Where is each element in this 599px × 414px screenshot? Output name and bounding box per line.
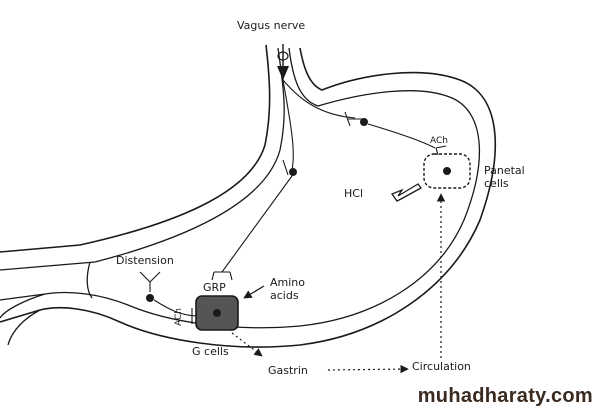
neuron-axon-grp <box>221 175 293 273</box>
gastrin-to-circulation-arrow <box>327 364 409 374</box>
amino-acids-arrow <box>243 285 265 299</box>
distension-label: Distension <box>116 254 174 267</box>
stomach-outer-wall <box>0 44 271 253</box>
parietal-cell-nucleus <box>443 167 451 175</box>
stomach-inner-lining <box>0 47 285 271</box>
ganglion-cell-parietal <box>360 118 368 126</box>
g-cells-label: G cells <box>192 345 229 358</box>
hcl-arrow <box>390 183 422 202</box>
neuron-path-parietal <box>282 79 356 119</box>
g-cell-nucleus <box>213 309 221 317</box>
stomach-inner-lining-greater-curvature <box>0 47 480 329</box>
vagus-nerve-label: Vagus nerve <box>237 19 306 32</box>
pylorus-curve <box>86 261 93 299</box>
grp-label: GRP <box>203 281 226 294</box>
neuron-to-ach-parietal <box>367 123 436 149</box>
hcl-label: HCl <box>344 187 364 200</box>
gastrin-label: Gastrin <box>268 364 308 377</box>
grp-synapse <box>211 271 233 281</box>
duodenum <box>0 293 46 346</box>
watermark: muhadharaty.com <box>417 385 593 407</box>
neuron-path-grp <box>282 79 294 171</box>
distension-receptor <box>139 271 161 283</box>
ach-g-cell-label: ACh <box>174 308 184 326</box>
distension-ganglion <box>146 294 154 302</box>
ganglion-cell-grp <box>289 168 297 176</box>
g-cell-to-gastrin-arrow <box>231 332 263 357</box>
ach-parietal-label: ACh <box>430 136 448 146</box>
stomach-outer-wall-greater-curvature <box>0 47 497 348</box>
neuron-body-grp <box>282 159 289 176</box>
circulation-label: Circulation <box>412 360 471 373</box>
vagus-nerve-ring <box>277 51 289 61</box>
ach-parietal-synapse <box>435 145 447 156</box>
vagus-nerve-arrowhead <box>277 66 289 80</box>
parietal-cells-label: Panetal cells <box>484 164 525 190</box>
neuron-body-parietal <box>344 111 362 127</box>
amino-acids-label: Amino acids <box>270 276 305 302</box>
